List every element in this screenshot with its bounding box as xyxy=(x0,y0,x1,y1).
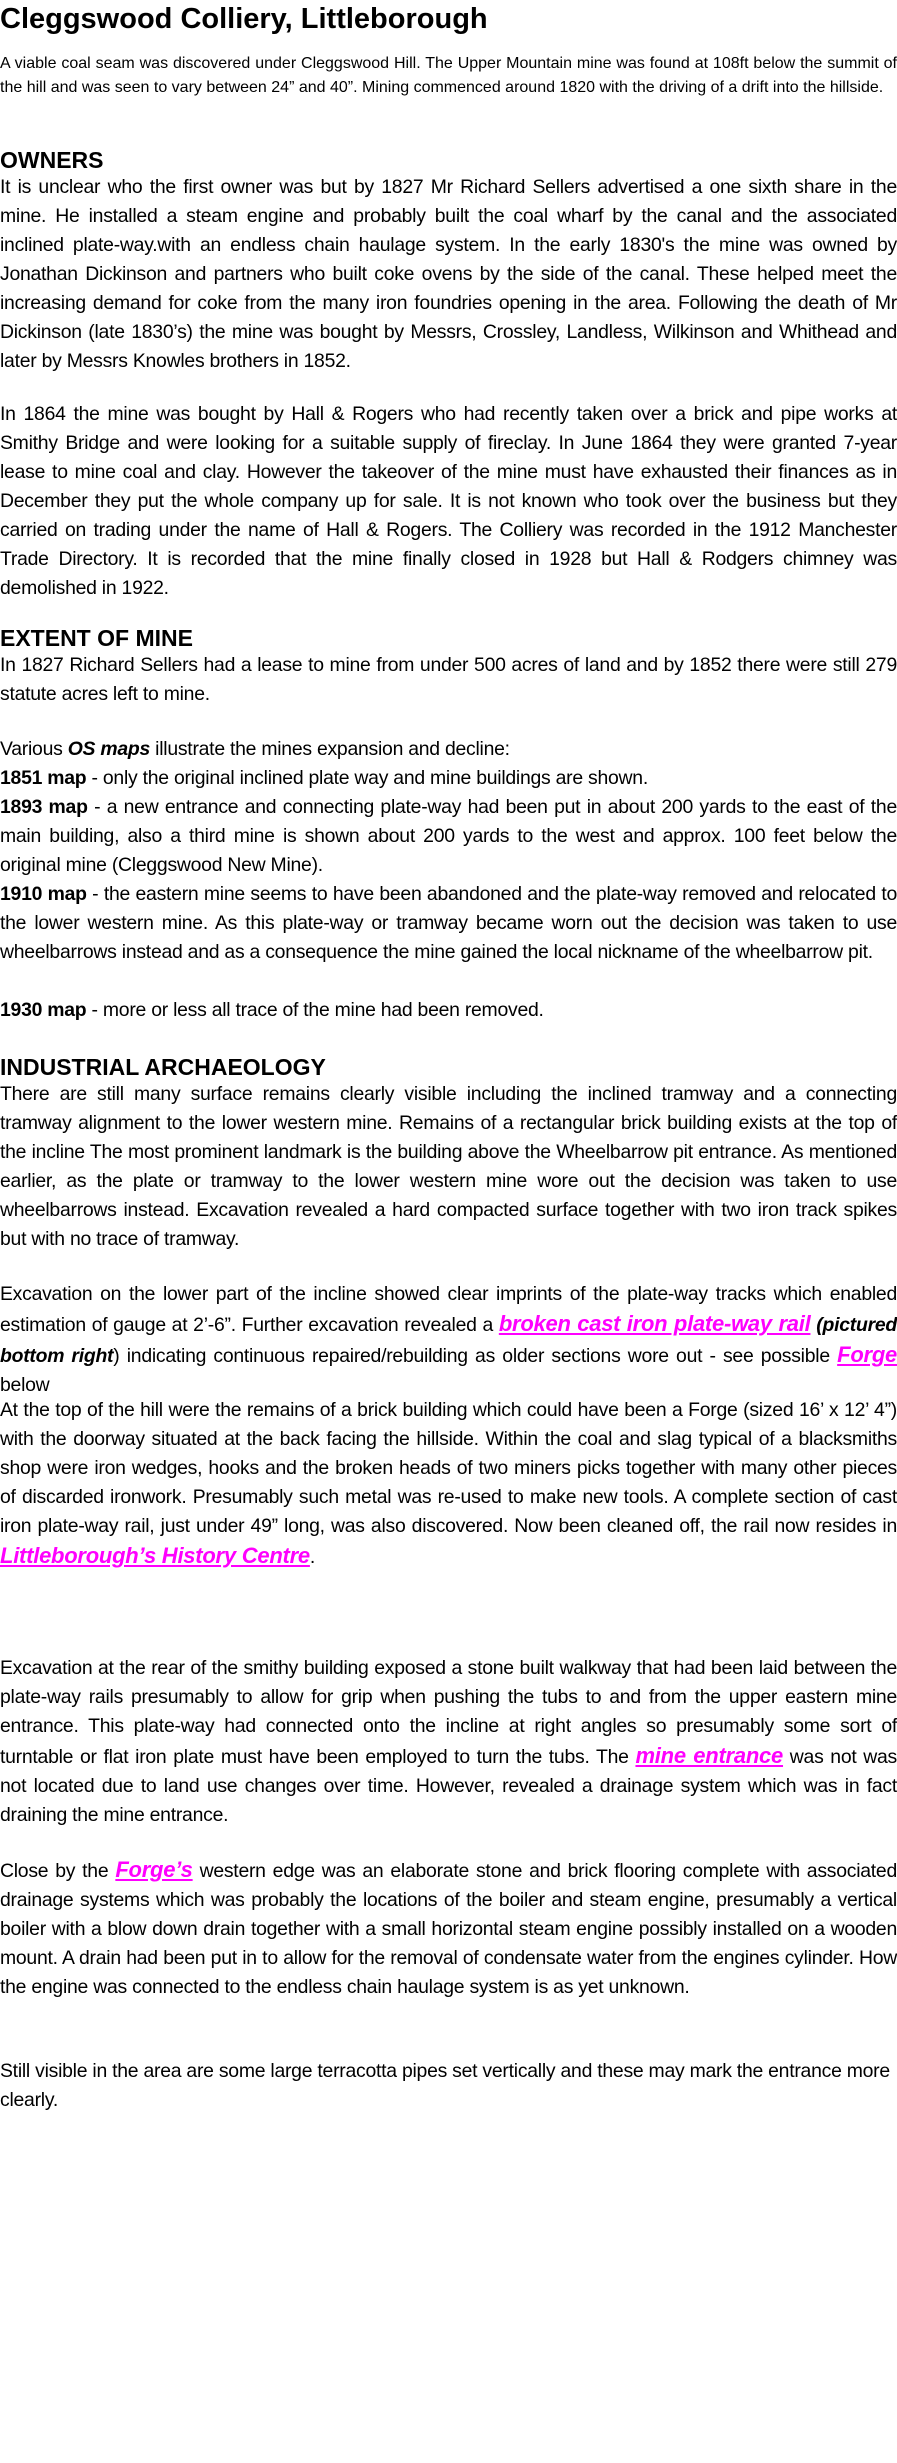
map-1893-label: 1893 map xyxy=(0,796,88,818)
p2-text-a: Excavation on the lower part of the incl… xyxy=(0,1283,897,1336)
owners-paragraph-1: It is unclear who the first owner was bu… xyxy=(0,176,897,372)
p4-text-b: was not was not located due to land use … xyxy=(0,1746,897,1826)
p4-text-a: Excavation at the rear of the smithy bui… xyxy=(0,1657,897,1768)
archaeology-paragraph-4: Excavation at the rear of the smithy bui… xyxy=(0,1654,897,1830)
owners-paragraph-2: In 1864 the mine was bought by Hall & Ro… xyxy=(0,403,897,599)
map-1930-label: 1930 map xyxy=(0,999,87,1021)
owners-heading: OWNERS xyxy=(0,147,104,173)
p5-text-b: western edge was an elaborate stone and … xyxy=(0,1860,897,1998)
map-1910-text: - the eastern mine seems to have been ab… xyxy=(0,883,897,963)
archaeology-paragraph-3: At the top of the hill were the remains … xyxy=(0,1396,897,1572)
forge-link[interactable]: Forge xyxy=(837,1342,897,1367)
p3-text-a: At the top of the hill were the remains … xyxy=(0,1399,897,1537)
archaeology-heading: INDUSTRIAL ARCHAEOLOGY xyxy=(0,1054,326,1080)
archaeology-paragraph-6: Still visible in the area are some large… xyxy=(0,2060,890,2111)
map-1893: 1893 map - a new entrance and connecting… xyxy=(0,793,897,880)
os-maps-label: OS maps xyxy=(67,738,151,760)
history-centre-link[interactable]: Littleborough’s History Centre xyxy=(0,1543,310,1568)
p5-text-a: Close by the xyxy=(0,1860,116,1882)
forges-link[interactable]: Forge’s xyxy=(115,1857,193,1882)
map-1851: 1851 map - only the original inclined pl… xyxy=(0,764,897,793)
p2-text-b: ) indicating continuous repaired/rebuild… xyxy=(113,1345,838,1367)
map-1930: 1930 map - more or less all trace of the… xyxy=(0,996,897,1025)
intro-paragraph: A viable coal seam was discovered under … xyxy=(0,55,897,96)
archaeology-paragraph-5: Close by the Forge’s western edge was an… xyxy=(0,1855,897,2002)
page-title: Cleggswood Colliery, Littleborough xyxy=(0,3,488,35)
os-maps-intro: Various OS maps illustrate the mines exp… xyxy=(0,735,897,764)
pictured-note: (pictured bottom right xyxy=(0,1314,897,1367)
plate-way-rail-link[interactable]: broken cast iron plate-way rail xyxy=(498,1311,811,1336)
map-1910-label: 1910 map xyxy=(0,883,87,905)
extent-paragraph-1: In 1827 Richard Sellers had a lease to m… xyxy=(0,654,897,705)
map-1851-label: 1851 map xyxy=(0,767,87,789)
extent-heading: EXTENT OF MINE xyxy=(0,625,193,651)
map-1851-text: - only the original inclined plate way a… xyxy=(86,767,649,789)
map-1930-text: - more or less all trace of the mine had… xyxy=(86,999,544,1021)
archaeology-paragraph-1: There are still many surface remains cle… xyxy=(0,1083,897,1250)
p2-text-c: below xyxy=(0,1374,50,1396)
archaeology-paragraph-2: Excavation on the lower part of the incl… xyxy=(0,1280,897,1400)
os-maps-post: illustrate the mines expansion and decli… xyxy=(150,738,510,760)
map-1893-text: - a new entrance and connecting plate-wa… xyxy=(0,796,897,876)
mine-entrance-link[interactable]: mine entrance xyxy=(635,1743,784,1768)
p3-text-b: . xyxy=(309,1546,316,1568)
map-1910: 1910 map - the eastern mine seems to hav… xyxy=(0,880,897,967)
os-maps-pre: Various xyxy=(0,738,68,760)
